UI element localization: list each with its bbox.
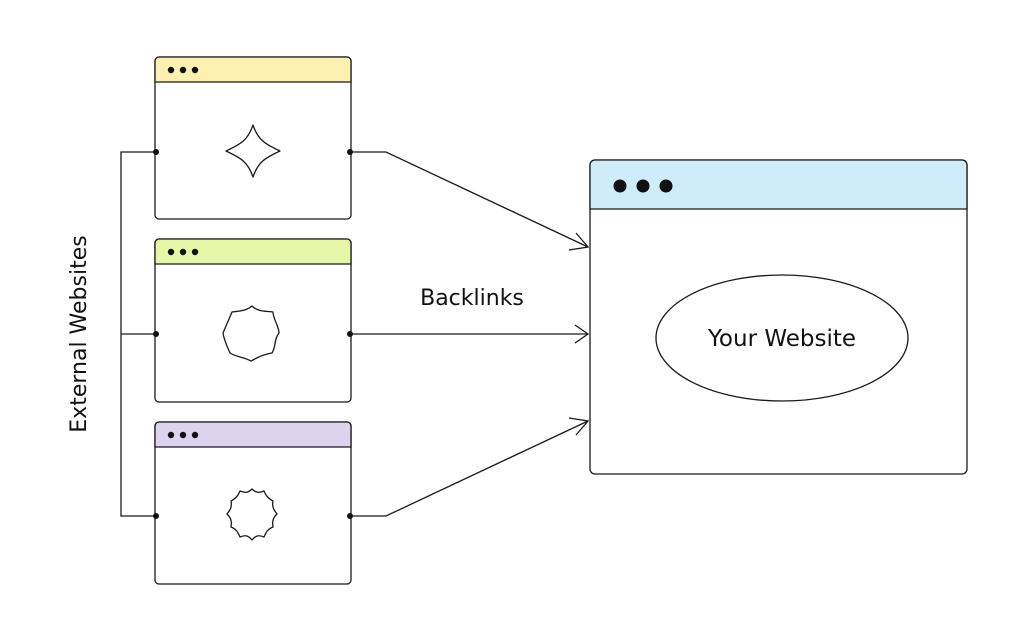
window-title-bar	[154, 56, 352, 83]
window-control-dot	[179, 248, 187, 256]
your-website-ellipse	[655, 274, 909, 402]
external-websites-bracket	[120, 151, 156, 517]
your-website-window: Your Website	[589, 159, 968, 475]
window-control-dot	[191, 66, 199, 74]
window-control-dot	[167, 248, 175, 256]
eight-point-flower-icon	[226, 488, 278, 541]
window-control-dot	[636, 179, 650, 193]
external-website-window-1	[154, 56, 352, 220]
external-website-window-2	[154, 238, 352, 403]
backlink-arrow-2	[350, 324, 590, 344]
window-control-dot	[659, 179, 673, 193]
window-control-dot	[613, 179, 627, 193]
backlink-arrow-3	[350, 417, 590, 517]
window-control-dot	[167, 431, 175, 439]
window-control-dot	[167, 66, 175, 74]
window-title-bar	[154, 238, 352, 265]
window-control-dot	[191, 431, 199, 439]
backlink-arrow-1	[350, 151, 590, 251]
window-title-bar	[589, 159, 968, 210]
window-control-dot	[179, 66, 187, 74]
external-website-window-3	[154, 421, 352, 585]
window-control-dot	[191, 248, 199, 256]
your-website-label: Your Website	[707, 326, 856, 352]
backlinks-label: Backlinks	[420, 286, 524, 311]
seven-point-blob-icon	[222, 305, 280, 362]
window-control-dot	[179, 431, 187, 439]
four-point-star-icon	[225, 124, 281, 178]
external-websites-label: External Websites	[67, 235, 92, 432]
window-title-bar	[154, 421, 352, 448]
